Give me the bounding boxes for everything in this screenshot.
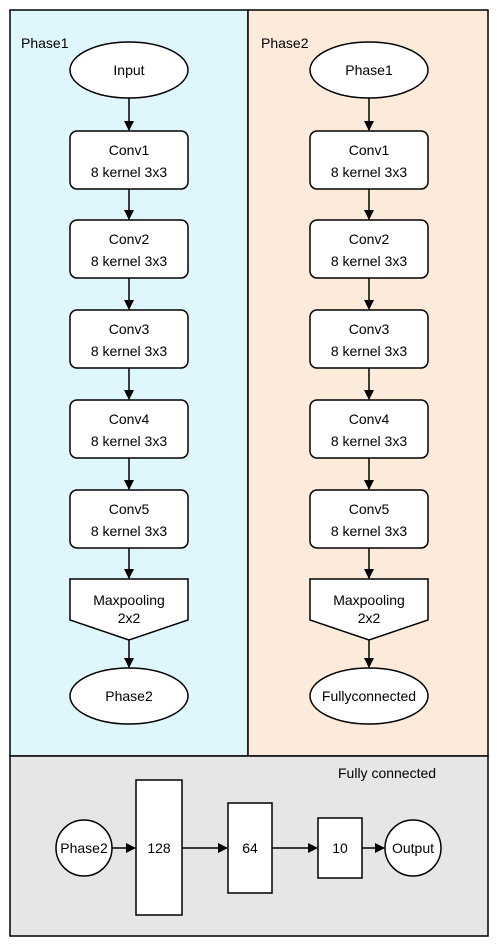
fully-connected-flow: Phase2 128 64 10 Output: [55, 779, 442, 916]
phase1-conv1-node: [69, 130, 189, 190]
phase2-conv4-name: Conv4: [349, 411, 390, 427]
phase2-flow: Phase1 Conv1 8 kernel 3x3 Conv2 8 kernel…: [309, 41, 429, 725]
phase2-conv5-name: Conv5: [349, 501, 390, 517]
phase1-conv1-name: Conv1: [109, 142, 150, 158]
fc-layer-10: [317, 817, 363, 879]
phase1-conv2-detail: 8 kernel 3x3: [91, 253, 167, 269]
phase1-conv5-detail: 8 kernel 3x3: [91, 523, 167, 539]
phase1-title: Phase1: [21, 35, 69, 51]
phase1-conv4-detail: 8 kernel 3x3: [91, 433, 167, 449]
fc-input-label: Phase2: [60, 840, 108, 856]
phase1-maxpool-node: [69, 578, 189, 641]
fc-output-label: Output: [392, 840, 434, 856]
fc-layer-10-label: 10: [332, 840, 348, 856]
fc-layer-128: [135, 779, 183, 916]
phase2-conv4-node: [309, 399, 429, 459]
fc-layer-64: [227, 802, 273, 894]
phase2-output-label: Fullyconnected: [322, 688, 416, 704]
phase1-input-label: Input: [113, 62, 144, 78]
phase1-conv4-name: Conv4: [109, 411, 150, 427]
phase2-conv4-detail: 8 kernel 3x3: [331, 433, 407, 449]
phase2-maxpool-size: 2x2: [358, 610, 381, 626]
phase2-conv2-name: Conv2: [349, 231, 390, 247]
phase2-panel: [247, 9, 489, 757]
phase1-conv5-name: Conv5: [109, 501, 150, 517]
phase1-flow: Input Conv1 8 kernel 3x3 Conv2 8 kernel …: [69, 41, 189, 725]
phase1-conv2-node: [69, 219, 189, 279]
fc-output-node: [384, 819, 442, 877]
phase1-output-node: [69, 667, 189, 725]
phase2-conv1-node: [309, 130, 429, 190]
fully-connected-title: Fully connected: [338, 765, 436, 781]
phase1-conv1-detail: 8 kernel 3x3: [91, 164, 167, 180]
phase1-maxpool-size: 2x2: [118, 610, 141, 626]
phase2-maxpool-node: [309, 578, 429, 641]
phase1-conv4-node: [69, 399, 189, 459]
phase1-conv2-name: Conv2: [109, 231, 150, 247]
fc-layer-128-label: 128: [147, 840, 171, 856]
phase2-conv2-node: [309, 219, 429, 279]
phase2-conv5-node: [309, 489, 429, 549]
phase1-maxpool-name: Maxpooling: [93, 592, 165, 608]
phase2-conv3-node: [309, 309, 429, 369]
phase2-conv3-name: Conv3: [349, 321, 390, 337]
phase1-conv3-name: Conv3: [109, 321, 150, 337]
phase2-title: Phase2: [261, 35, 309, 51]
phase2-conv1-name: Conv1: [349, 142, 390, 158]
phase1-conv3-detail: 8 kernel 3x3: [91, 343, 167, 359]
phase2-conv2-detail: 8 kernel 3x3: [331, 253, 407, 269]
phase1-conv3-node: [69, 309, 189, 369]
phase2-maxpool-name: Maxpooling: [333, 592, 405, 608]
phase2-conv3-detail: 8 kernel 3x3: [331, 343, 407, 359]
phase1-output-label: Phase2: [105, 688, 153, 704]
fc-layer-64-label: 64: [242, 840, 258, 856]
phase2-input-label: Phase1: [345, 62, 393, 78]
phase2-output-node: [309, 667, 429, 725]
phase1-conv5-node: [69, 489, 189, 549]
phase2-conv5-detail: 8 kernel 3x3: [331, 523, 407, 539]
phase2-conv1-detail: 8 kernel 3x3: [331, 164, 407, 180]
